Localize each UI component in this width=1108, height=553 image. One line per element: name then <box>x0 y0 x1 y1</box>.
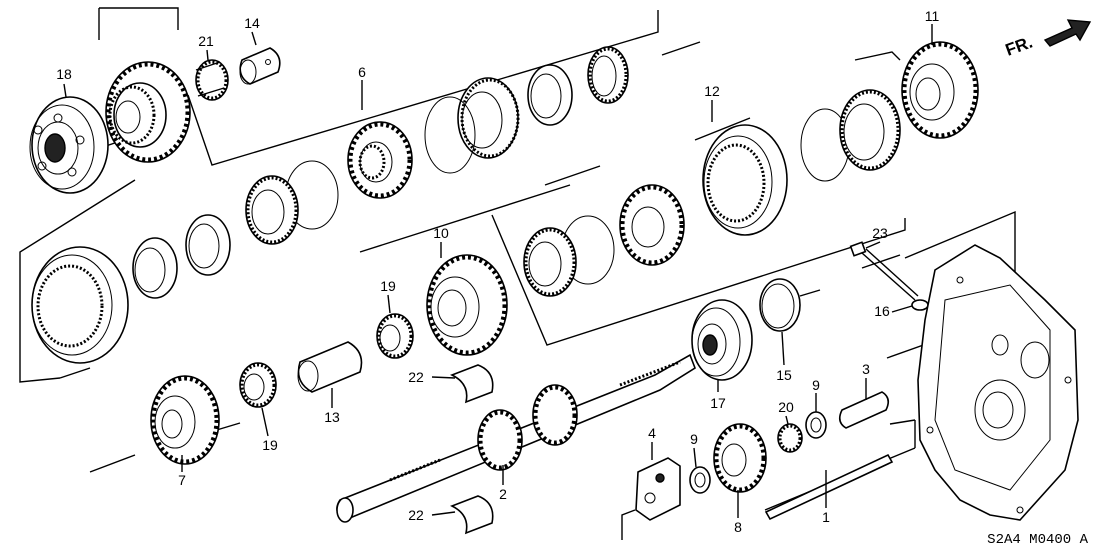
part-9-washer-lower <box>689 466 711 494</box>
callout-3: 3 <box>862 361 870 377</box>
fr-label: FR. <box>1003 33 1035 60</box>
callout-15: 15 <box>776 367 792 383</box>
part-10-gear <box>426 254 508 356</box>
callout-19-lower: 19 <box>262 437 278 453</box>
fr-direction-arrow: FR. <box>1003 19 1092 60</box>
callout-21: 21 <box>198 33 214 49</box>
part-22-bearing-half-upper <box>450 364 494 404</box>
part-gear-top-left <box>105 61 191 163</box>
callout-7: 7 <box>178 472 186 488</box>
part-18-bearing <box>29 96 109 194</box>
callout-2: 2 <box>499 486 507 502</box>
part-14-collar <box>239 47 281 85</box>
callout-13: 13 <box>324 409 340 425</box>
part-9-washer-upper <box>805 411 827 439</box>
part-7-gear <box>150 375 220 465</box>
callout-22-upper: 22 <box>408 369 424 385</box>
part-3-shaft <box>838 391 890 429</box>
part-15-shim <box>759 278 801 332</box>
callouts: 1 2 3 4 6 7 8 9 9 10 11 12 13 14 15 16 1… <box>56 8 939 535</box>
leader-lines <box>63 24 933 518</box>
callout-9-lower: 9 <box>690 431 698 447</box>
callout-18: 18 <box>56 66 72 82</box>
part-21-needle-bearing <box>195 59 229 101</box>
callout-1: 1 <box>822 509 830 525</box>
part-group-6-synchro <box>245 46 629 245</box>
part-17-bearing <box>691 299 753 381</box>
callout-22-lower: 22 <box>408 507 424 523</box>
callout-19-upper: 19 <box>380 278 396 294</box>
part-19-needle-bearing-lower <box>239 362 277 408</box>
part-23-bolt <box>849 241 919 301</box>
callout-6: 6 <box>358 64 366 80</box>
callout-4: 4 <box>648 425 656 441</box>
callout-12: 12 <box>704 83 720 99</box>
part-sleeve-left <box>31 214 231 364</box>
part-8-gear <box>713 423 767 493</box>
callout-23: 23 <box>872 225 888 241</box>
part-22-bearing-half-lower <box>450 495 494 535</box>
part-13-collar <box>297 341 363 393</box>
part-19-needle-bearing-upper <box>376 313 414 359</box>
callout-10: 10 <box>433 225 449 241</box>
part-20-needle-bearing <box>777 423 803 453</box>
diagram-code: S2A4 M0400 A <box>987 532 1088 548</box>
part-2-mainshaft <box>336 353 696 523</box>
part-16-washer <box>911 299 929 311</box>
part-transmission-case <box>917 244 1079 521</box>
part-4-holder <box>635 457 681 521</box>
callout-16: 16 <box>874 303 890 319</box>
part-group-12-synchro <box>523 89 901 297</box>
part-11-gear <box>901 41 979 139</box>
callout-11: 11 <box>925 8 940 24</box>
callout-20: 20 <box>778 399 794 415</box>
callout-17: 17 <box>710 395 726 411</box>
callout-9-upper: 9 <box>812 377 820 393</box>
part-1-rod <box>764 453 894 521</box>
callout-8: 8 <box>734 519 742 535</box>
callout-14: 14 <box>244 15 260 31</box>
